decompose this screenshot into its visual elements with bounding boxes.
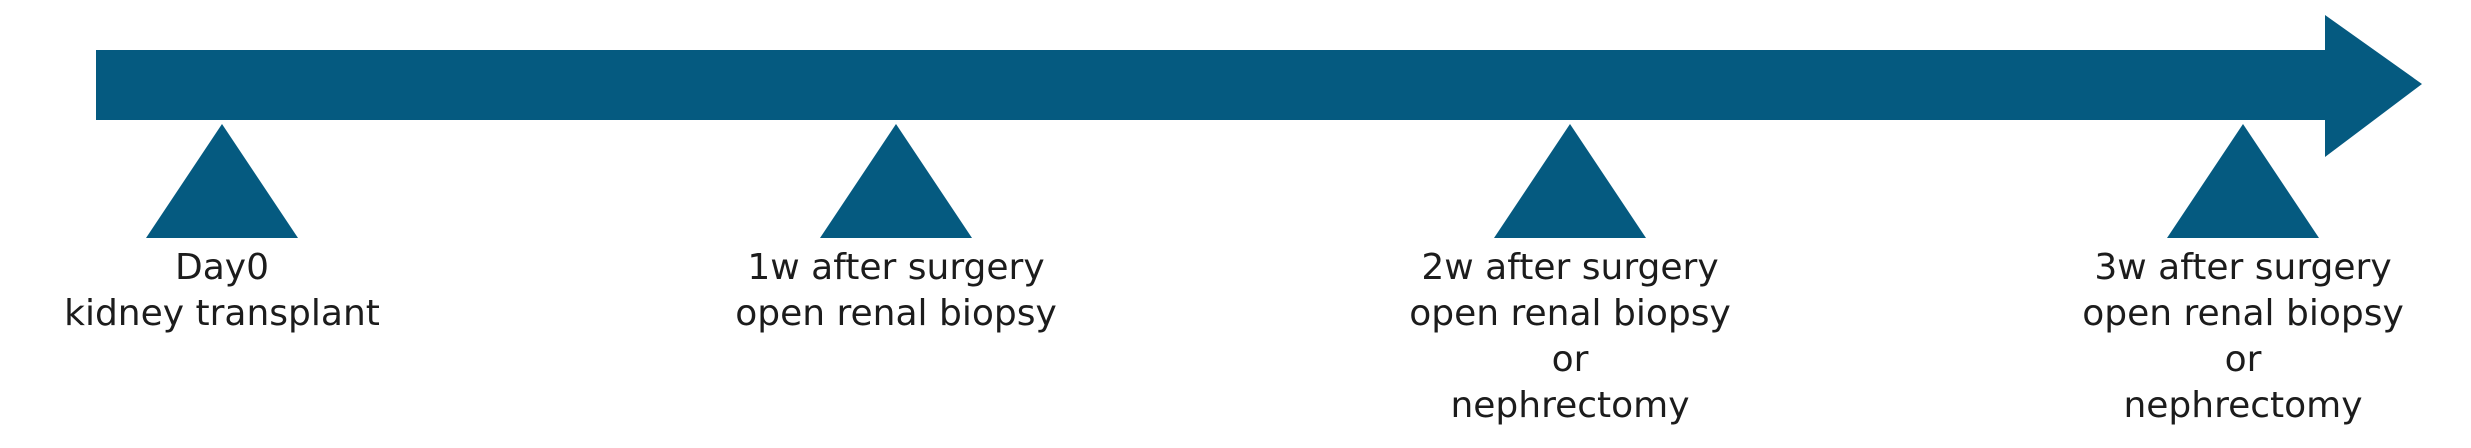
- event-description: open renal biopsy: [1409, 293, 1731, 334]
- event-label-3w: 3w after surgery open renal biopsy or ne…: [1983, 245, 2471, 429]
- timeline-marker-2w: [1494, 124, 1646, 238]
- timeline-marker-day0: [146, 124, 298, 238]
- event-conjunction: or: [1551, 339, 1589, 380]
- event-description: kidney transplant: [64, 293, 380, 334]
- event-time: 1w after surgery: [747, 247, 1045, 288]
- timeline-arrow: [96, 15, 2422, 157]
- event-description: open renal biopsy: [2082, 293, 2404, 334]
- timeline-marker-1w: [820, 124, 972, 238]
- event-time: 3w after surgery: [2094, 247, 2392, 288]
- event-label-day0: Day0 kidney transplant: [0, 245, 482, 337]
- event-time: Day0: [175, 247, 269, 288]
- event-description: open renal biopsy: [735, 293, 1057, 334]
- event-conjunction: or: [2224, 339, 2262, 380]
- event-alternative: nephrectomy: [2123, 385, 2363, 426]
- timeline-marker-3w: [2167, 124, 2319, 238]
- event-label-2w: 2w after surgery open renal biopsy or ne…: [1310, 245, 1830, 429]
- event-label-1w: 1w after surgery open renal biopsy: [636, 245, 1156, 337]
- event-time: 2w after surgery: [1421, 247, 1719, 288]
- event-alternative: nephrectomy: [1450, 385, 1690, 426]
